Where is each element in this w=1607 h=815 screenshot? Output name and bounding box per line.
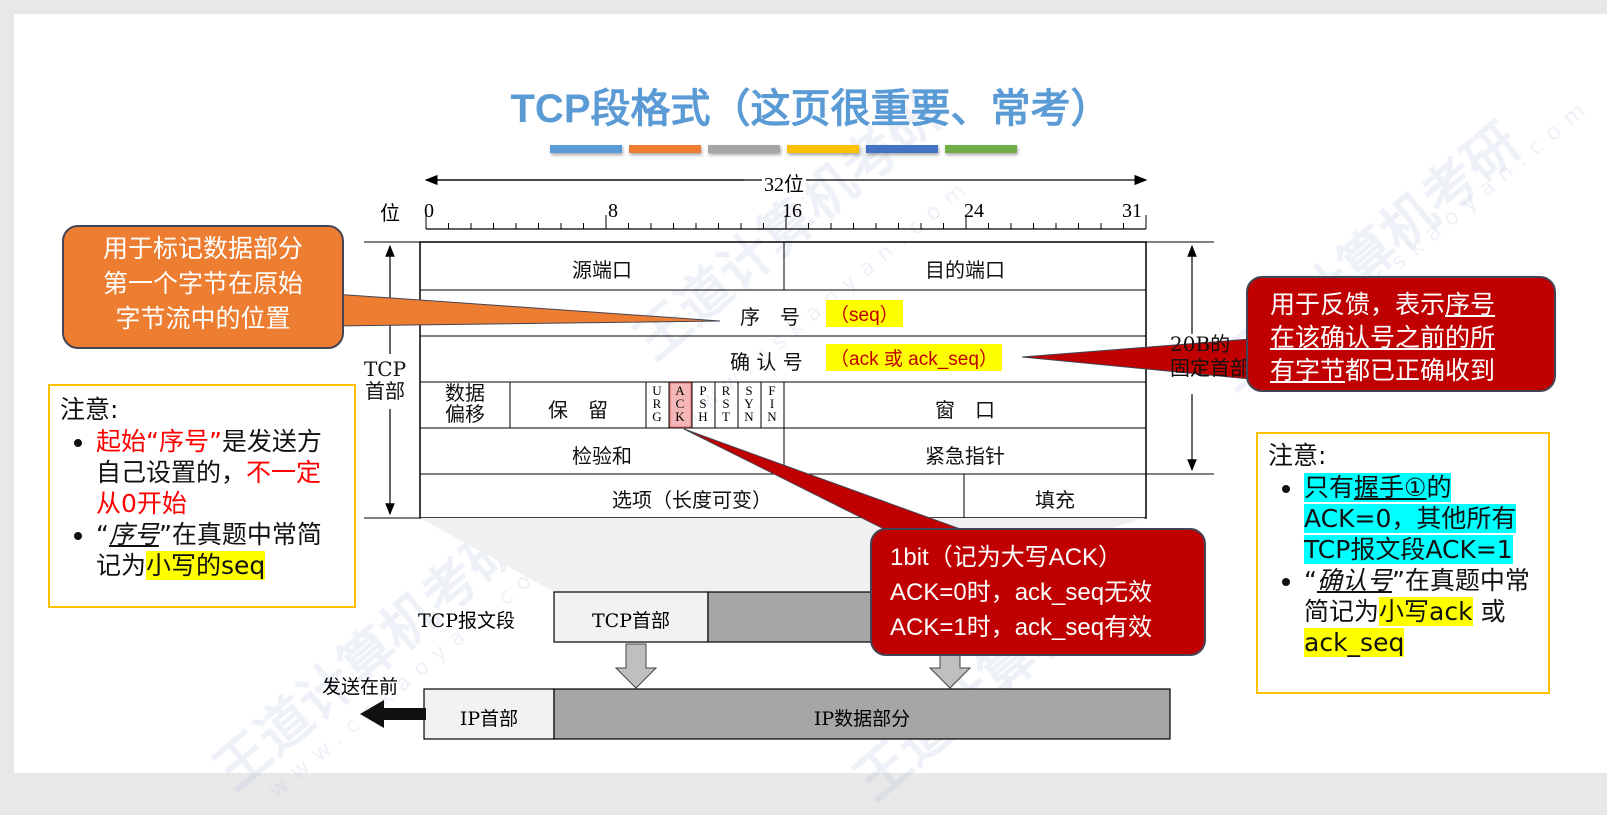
ack-callout-text-1: 用于反馈，表示 (1270, 290, 1446, 319)
left-note-box: 注意: 起始“序号”是发送方自己设置的，不一定从0开始 “序号”在真题中常简记为… (48, 384, 356, 608)
seq-explanation-callout: 用于标记数据部分 第一个字节在原始 字节流中的位置 (62, 225, 344, 349)
reserved-field: 保 留 (548, 398, 608, 422)
flag-psh: P S H (698, 383, 708, 424)
send-first-label: 发送在前 (322, 676, 399, 698)
bit-ruler (425, 215, 1147, 230)
ack-number-field: 确 认 号 (730, 350, 803, 374)
flag-rst: R S T (721, 383, 731, 424)
accent-bar (866, 145, 938, 153)
fixed-header-size-label: 20B的 固定首部 (1170, 332, 1250, 380)
tcp-header-block: TCP首部 (592, 610, 670, 632)
source-port-field: 源端口 (572, 258, 632, 282)
ack-explanation-callout: 用于反馈，表示序号 在该确认号之前的所 有字节都已正确收到 (1246, 276, 1556, 392)
note-item: 起始“序号”是发送方自己设置的，不一定从0开始 (96, 426, 344, 519)
accent-bar (550, 145, 622, 153)
tcp-segment-label: TCP报文段 (418, 610, 515, 632)
flag-ack: A C K (675, 383, 685, 424)
tick-label-0: 0 (424, 200, 434, 222)
page-title: TCP段格式（这页很重要、常考） (510, 87, 1111, 131)
accent-bar (629, 145, 701, 153)
ack-callout-text-2: 序号 (1445, 290, 1496, 319)
data-offset-field: 数据 偏移 (445, 381, 485, 426)
tick-label-16: 16 (782, 200, 802, 222)
ip-data-block: IP数据部分 (813, 708, 911, 730)
checksum-field: 检验和 (572, 444, 632, 468)
note-item: “确认号”在真题中常简记为小写ack 或 ack_seq (1304, 565, 1540, 658)
accent-bar (945, 145, 1017, 153)
tick-label-24: 24 (964, 200, 984, 222)
options-field: 选项（长度可变） (612, 488, 772, 512)
ack-callout-text-4: 有字节 (1270, 356, 1346, 385)
slide: 王道计算机考研 王道计算机考研 王道计算机考研 王道计算机考研 www.cska… (14, 14, 1607, 812)
accent-bar (787, 145, 859, 153)
tick-label-8: 8 (608, 200, 618, 222)
flag-fin: F I N (767, 383, 777, 424)
tcp-header-side-label: TCP 首部 (360, 358, 410, 402)
window-field: 窗 口 (935, 398, 995, 422)
note-heading: 注意: (1268, 441, 1327, 470)
ack-callout-text-5: 都已正确收到 (1345, 356, 1496, 385)
ack-callout-text-3: 在该确认号之前的所 (1270, 323, 1496, 352)
ack-flag-callout: 1bit（记为大写ACK） ACK=0时，ack_seq无效 ACK=1时，ac… (870, 528, 1206, 656)
flag-syn: S Y N (744, 383, 754, 424)
note-item: “序号”在真题中常简记为小写的seq (96, 519, 344, 581)
width-label: 32位 (762, 168, 806, 197)
note-heading: 注意: (60, 395, 119, 424)
bit-axis-label: 位 (380, 203, 400, 225)
urgent-pointer-field: 紧急指针 (925, 444, 1005, 468)
sequence-number-field: 序 号 (740, 305, 800, 329)
flag-urg: U R G (652, 383, 662, 424)
ip-header-block: IP首部 (459, 708, 519, 730)
destination-port-field: 目的端口 (925, 258, 1005, 282)
tick-label-31: 31 (1122, 200, 1142, 222)
seq-tag: （seq） (826, 300, 903, 327)
right-note-box: 注意: 只有握手①的ACK=0，其他所有TCP报文段ACK=1 “确认号”在真题… (1256, 432, 1550, 694)
accent-bar (708, 145, 780, 153)
padding-field: 填充 (1035, 488, 1075, 512)
ack-tag: （ack 或 ack_seq） (826, 344, 1002, 371)
note-item: 只有握手①的ACK=0，其他所有TCP报文段ACK=1 (1304, 472, 1540, 565)
